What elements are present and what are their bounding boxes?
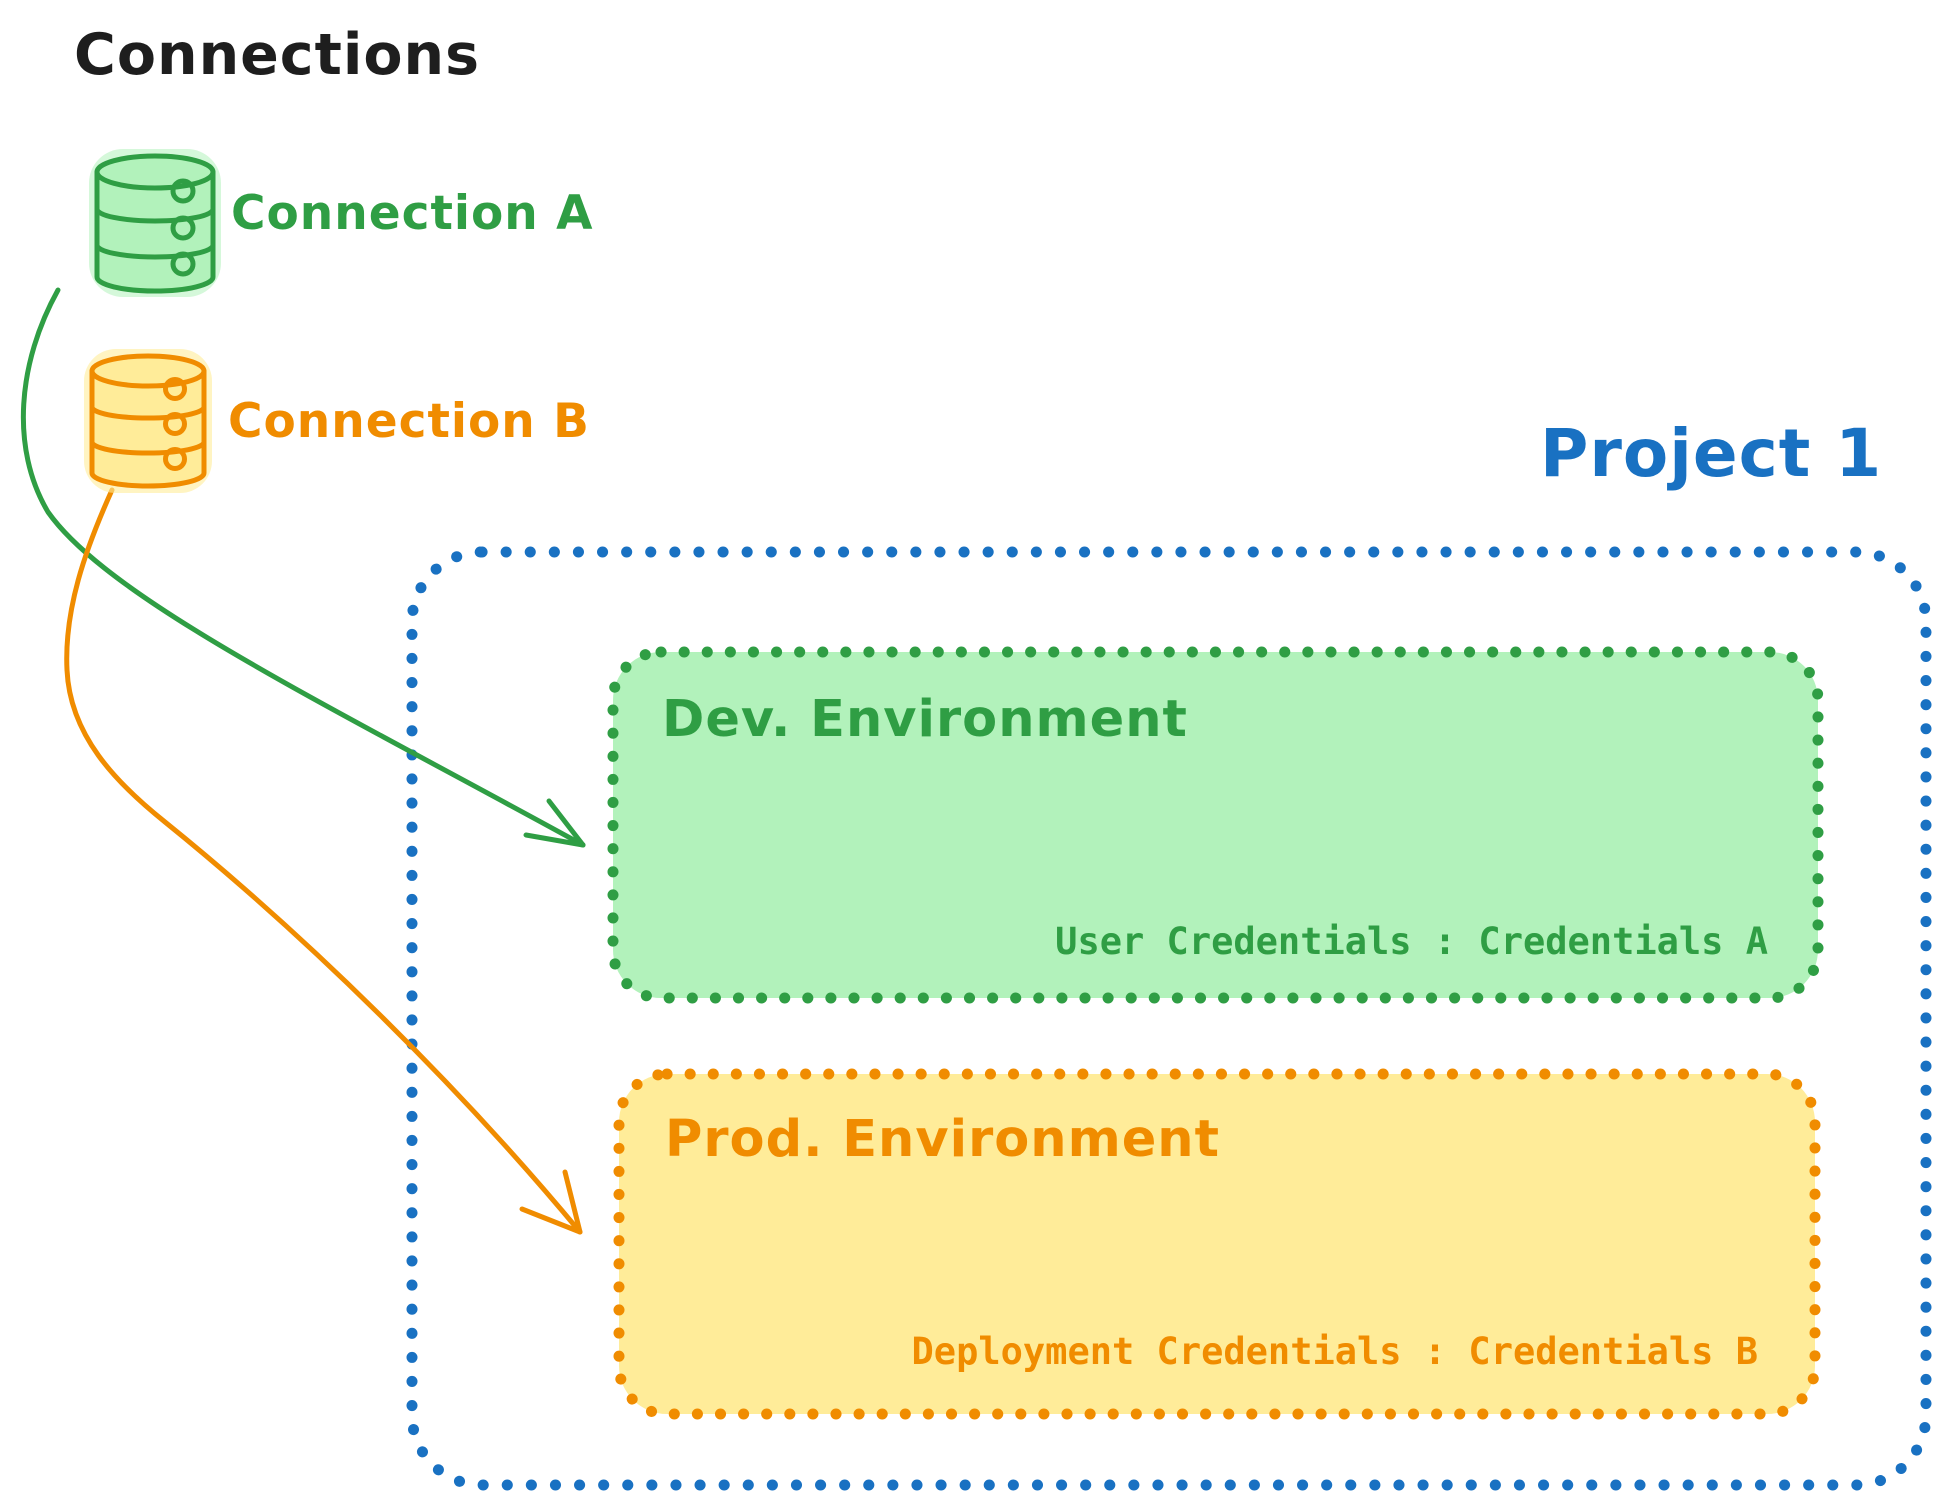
arrow-b-shaft [64,487,583,1235]
dev-environment-dotted-border [607,646,1824,1004]
database-band-divider [89,439,207,456]
project-title: Project 1 [1540,415,1883,492]
project-dotted-border [406,546,1932,1491]
connections-heading: Connections [74,22,481,88]
drive-dot [170,251,196,277]
dev-environment-fill [613,652,1818,998]
connection-b-label: Connection B [228,394,590,449]
dev-environment-credentials: User Credentials : Credentials A [1055,920,1768,963]
prod-environment-title: Prod. Environment [665,1110,1220,1169]
project-boundary [406,546,1932,1491]
dev-environment-title: Dev. Environment [662,690,1188,749]
drive-dot [170,178,196,204]
database-band-divider [94,206,216,224]
drive-dot [163,377,187,401]
database-band-divider [89,404,207,421]
drive-dot [163,447,187,471]
database-top [94,153,216,191]
arrow-b-barb-lower [519,1206,583,1235]
dev-environment-box [607,646,1824,1004]
database-band-divider [94,242,216,260]
prod-environment-credentials: Deployment Credentials : Credentials B [911,1330,1758,1373]
drive-dot [163,412,187,436]
prod-environment-dotted-border [613,1068,1821,1420]
arrow-a-barb-lower [523,832,586,848]
connection-b-database-icon [84,349,212,493]
drive-dot [170,215,196,241]
prod-environment-box [613,1068,1821,1420]
connection-a-database-icon [89,149,221,297]
prod-environment-fill [619,1074,1815,1414]
database-top [89,353,207,389]
arrow-a-barb-upper [546,798,586,848]
connection-a-label: Connection A [231,186,594,241]
arrow-b-barb-upper [562,1169,583,1235]
arrow-connection-b-to-prod [64,487,583,1235]
